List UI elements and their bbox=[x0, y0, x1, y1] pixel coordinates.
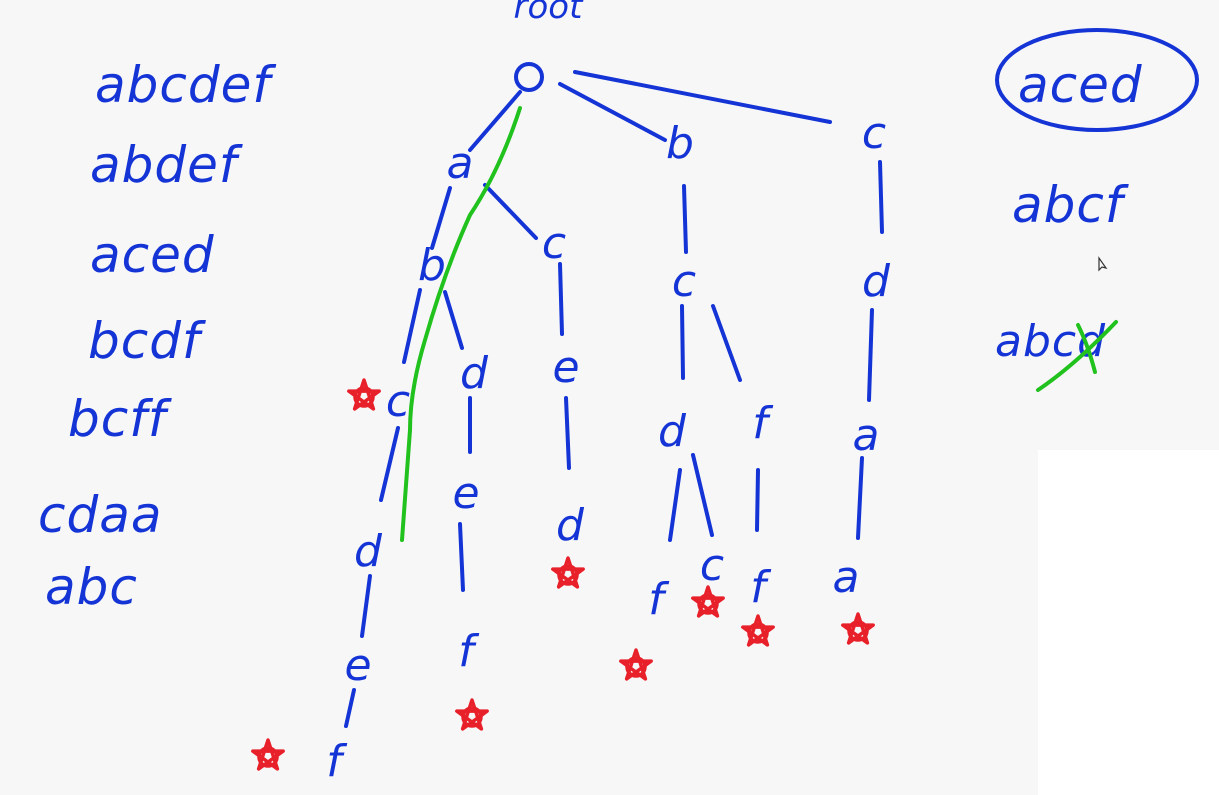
search-path bbox=[400, 106, 522, 542]
node-bcdf: f bbox=[648, 574, 670, 625]
star-icon bbox=[353, 386, 375, 408]
node-abcde: e bbox=[344, 640, 371, 691]
strike-mark bbox=[1036, 320, 1118, 392]
word-6: cdaa bbox=[38, 486, 163, 544]
cursor-icon bbox=[1098, 256, 1108, 272]
query-list: aced abcf abcd bbox=[995, 28, 1199, 392]
node-bc: c bbox=[672, 256, 696, 307]
node-bcdc: c bbox=[700, 540, 724, 591]
edge bbox=[402, 288, 422, 364]
node-cdaa: a bbox=[833, 552, 860, 603]
edge bbox=[867, 308, 874, 402]
node-bcd: d bbox=[658, 406, 687, 457]
edge bbox=[360, 574, 372, 638]
node-abdef: f bbox=[458, 626, 480, 677]
edge bbox=[458, 522, 465, 592]
edge bbox=[680, 304, 685, 380]
star-icon bbox=[697, 593, 719, 615]
root-node bbox=[514, 62, 544, 92]
node-abd: d bbox=[460, 348, 489, 399]
edge bbox=[711, 304, 742, 382]
node-ac: c bbox=[542, 218, 566, 269]
node-ace: e bbox=[552, 342, 579, 393]
star-icon bbox=[625, 656, 647, 678]
node-abcd: d bbox=[354, 526, 383, 577]
star-icon bbox=[747, 622, 769, 644]
edge bbox=[558, 262, 564, 336]
node-aced: d bbox=[556, 500, 585, 551]
edge bbox=[878, 160, 884, 234]
star-icon bbox=[847, 620, 869, 642]
edge bbox=[856, 456, 864, 540]
word-4: bcdf bbox=[88, 312, 206, 370]
query-1: aced bbox=[1018, 56, 1143, 114]
node-b: b bbox=[666, 118, 694, 169]
word-list: abcdef abdef aced bcdf bcff cdaa abc bbox=[38, 56, 276, 616]
edge bbox=[443, 290, 464, 350]
star-icon bbox=[557, 564, 579, 586]
trie-nodes: a b c b c c d e d e d e f f c d f f c f … bbox=[326, 108, 891, 787]
star-icon bbox=[461, 706, 483, 728]
edge bbox=[682, 184, 688, 254]
node-ab: b bbox=[418, 240, 446, 291]
edge bbox=[564, 396, 571, 470]
edge bbox=[691, 453, 714, 537]
word-5: bcff bbox=[68, 390, 172, 448]
edge bbox=[558, 82, 667, 142]
white-panel bbox=[1038, 450, 1219, 795]
edge bbox=[573, 70, 832, 124]
node-abde: e bbox=[452, 468, 479, 519]
word-1: abcdef bbox=[95, 56, 276, 114]
word-2: abdef bbox=[90, 136, 243, 194]
node-a: a bbox=[447, 138, 474, 189]
node-abc: c bbox=[386, 376, 410, 427]
node-cd: d bbox=[862, 256, 891, 307]
node-cda: a bbox=[853, 410, 880, 461]
node-c: c bbox=[862, 108, 886, 159]
edge bbox=[668, 468, 682, 542]
node-abcdef: f bbox=[326, 736, 348, 787]
strike-mark bbox=[1076, 323, 1097, 374]
trie-edges bbox=[344, 70, 884, 728]
edge bbox=[755, 468, 760, 532]
edge bbox=[430, 186, 452, 250]
edge bbox=[379, 426, 400, 502]
word-3: aced bbox=[90, 226, 215, 284]
edge bbox=[468, 90, 522, 152]
node-bcf: f bbox=[752, 398, 774, 449]
node-bcff: f bbox=[750, 562, 772, 613]
edge bbox=[483, 183, 538, 240]
edge bbox=[344, 688, 356, 728]
word-7: abc bbox=[45, 558, 138, 616]
query-2: abcf bbox=[1012, 176, 1129, 234]
end-markers bbox=[251, 378, 875, 771]
root-label: root bbox=[514, 0, 585, 27]
circle-mark bbox=[995, 28, 1199, 132]
star-icon bbox=[257, 746, 279, 768]
